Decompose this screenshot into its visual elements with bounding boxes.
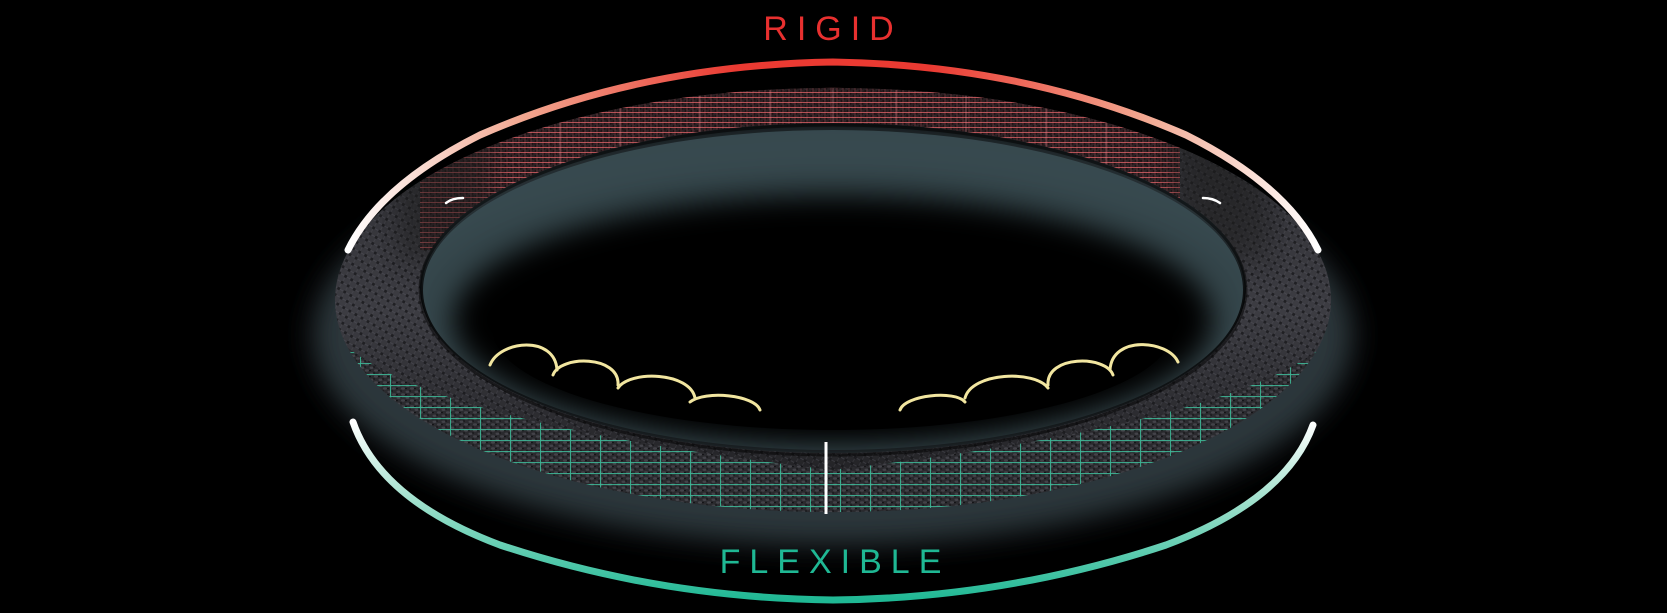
flexible-arc [349, 418, 1317, 604]
inner-hole [423, 130, 1243, 450]
rigid-label: RIGID [763, 10, 903, 48]
boundary-marker-right [1201, 196, 1222, 205]
rigid-arc [344, 58, 1322, 254]
wire-loops [488, 343, 1180, 412]
flexible-label: FLEXIBLE [719, 543, 951, 581]
boundary-marker-left [444, 196, 465, 205]
